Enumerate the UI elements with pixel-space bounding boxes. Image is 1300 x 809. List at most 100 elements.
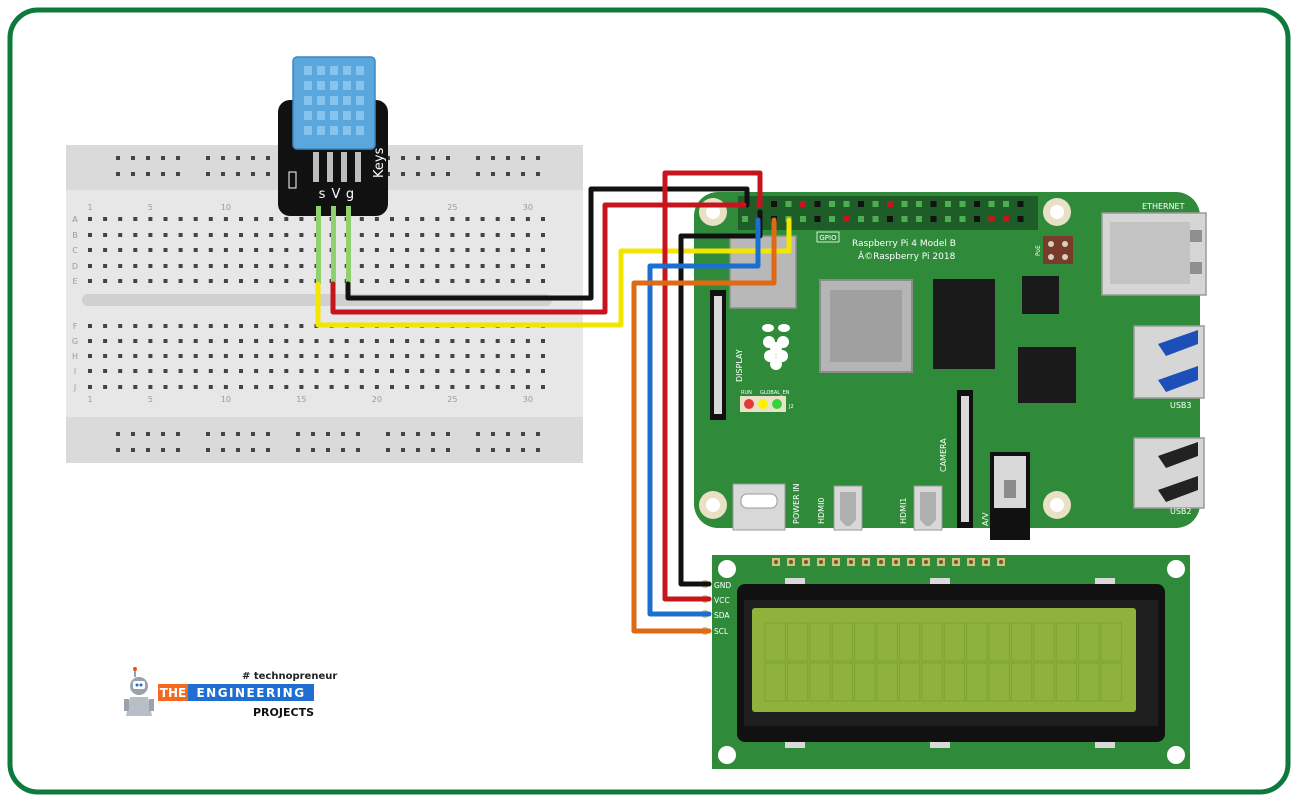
breadboard-rail-hole bbox=[386, 432, 390, 436]
pi-copyright: Â©Raspberry Pi 2018 bbox=[858, 250, 956, 262]
breadboard-hole bbox=[148, 339, 153, 343]
breadboard-hole bbox=[541, 248, 545, 252]
breadboard-hole bbox=[435, 248, 440, 252]
sensor-grille-slot bbox=[304, 81, 312, 90]
breadboard-rail-hole bbox=[161, 448, 165, 452]
breadboard-rail-hole bbox=[311, 432, 315, 436]
breadboard-hole bbox=[450, 248, 455, 252]
breadboard-hole bbox=[344, 385, 349, 389]
breadboard-column-number: 1 bbox=[87, 203, 92, 212]
breadboard-row-label: F bbox=[73, 322, 78, 331]
breadboard-hole bbox=[254, 385, 259, 389]
breadboard-row-label: G bbox=[72, 337, 78, 346]
breadboard-hole bbox=[133, 264, 138, 268]
breadboard-hole bbox=[284, 354, 289, 358]
gpio-pin bbox=[843, 216, 850, 222]
lcd-character-cell bbox=[898, 622, 921, 662]
lcd-character-cell bbox=[1010, 622, 1033, 662]
sensor-grille-slot bbox=[304, 66, 312, 75]
gpio-pin bbox=[1003, 201, 1009, 207]
breadboard-hole bbox=[405, 354, 410, 358]
breadboard-hole bbox=[359, 233, 364, 237]
lcd-character-cell bbox=[988, 662, 1010, 702]
breadboard-hole bbox=[178, 264, 183, 268]
gpio-pin bbox=[959, 201, 966, 207]
breadboard-hole bbox=[541, 279, 545, 283]
sensor-grille-slot bbox=[304, 111, 312, 120]
breadboard-hole bbox=[450, 385, 455, 389]
breadboard-hole bbox=[390, 248, 394, 252]
sensor-grille-slot bbox=[356, 96, 364, 105]
breadboard-hole bbox=[541, 339, 545, 343]
breadboard-hole bbox=[239, 354, 243, 358]
breadboard-hole bbox=[450, 369, 455, 373]
lcd-character-cell bbox=[1100, 662, 1122, 702]
camera-connector-slot bbox=[961, 396, 969, 522]
breadboard-hole bbox=[435, 369, 440, 373]
breadboard-hole bbox=[163, 264, 168, 268]
breadboard-rail-hole bbox=[536, 156, 540, 160]
breadboard-column-number: 30 bbox=[523, 203, 533, 212]
breadboard-hole bbox=[495, 248, 500, 252]
breadboard-rail-hole bbox=[341, 432, 345, 436]
breadboard-rail-hole bbox=[446, 156, 450, 160]
breadboard-hole bbox=[148, 324, 153, 328]
gpio-pin bbox=[800, 201, 806, 207]
breadboard-hole bbox=[374, 279, 379, 283]
breadboard-rail-hole bbox=[266, 448, 270, 452]
breadboard-hole bbox=[103, 279, 108, 283]
breadboard-hole bbox=[420, 264, 425, 268]
breadboard-rail-hole bbox=[476, 432, 480, 436]
wires bbox=[315, 170, 792, 634]
lcd-character-cell bbox=[764, 622, 786, 662]
breadboard-hole bbox=[118, 385, 123, 389]
breadboard-hole bbox=[420, 369, 425, 373]
breadboard-hole bbox=[239, 279, 243, 283]
breadboard-rail-hole bbox=[446, 448, 450, 452]
breadboard-hole bbox=[541, 369, 545, 373]
breadboard-rail-hole bbox=[416, 448, 420, 452]
lcd-header-pin-hole bbox=[984, 560, 988, 564]
lcd-header-pin-hole bbox=[939, 560, 943, 564]
logo-hashtag: # technopreneur bbox=[242, 671, 337, 682]
breadboard-rail-hole bbox=[266, 432, 270, 436]
breadboard-rail-hole bbox=[146, 156, 150, 160]
breadboard-hole bbox=[510, 279, 515, 283]
breadboard-hole bbox=[239, 264, 243, 268]
breadboard-hole bbox=[374, 217, 379, 221]
breadboard-hole bbox=[390, 385, 394, 389]
breadboard-hole bbox=[148, 233, 153, 237]
lcd-character-cell bbox=[854, 622, 876, 662]
breadboard-hole bbox=[344, 339, 349, 343]
gpio-pin bbox=[1017, 201, 1024, 207]
pi-mount-hole bbox=[1050, 205, 1064, 219]
logo-engineering-box bbox=[188, 684, 314, 701]
poe-pin bbox=[1062, 254, 1068, 260]
breadboard-rail-hole bbox=[476, 156, 480, 160]
sensor-grille-slot bbox=[356, 111, 364, 120]
breadboard-hole bbox=[495, 217, 500, 221]
breadboard-hole bbox=[223, 385, 228, 389]
hdmi1-label: HDMI1 bbox=[899, 497, 908, 524]
sensor-pin-label-s: s bbox=[319, 187, 326, 202]
breadboard-hole bbox=[208, 324, 213, 328]
gpio-pin bbox=[887, 201, 893, 207]
poe-header bbox=[1043, 236, 1073, 264]
lcd-character-cell bbox=[1055, 662, 1078, 702]
breadboard-hole bbox=[284, 339, 289, 343]
breadboard-hole bbox=[314, 369, 319, 373]
breadboard-rail-hole bbox=[131, 172, 135, 176]
breadboard-hole bbox=[450, 217, 455, 221]
av-jack-hole bbox=[1004, 480, 1016, 498]
logo-the-box bbox=[158, 684, 188, 701]
breadboard-hole bbox=[405, 339, 410, 343]
breadboard-hole bbox=[480, 354, 485, 358]
usb3-tongue bbox=[1158, 366, 1198, 392]
breadboard-hole bbox=[193, 339, 198, 343]
breadboard-hole bbox=[420, 248, 425, 252]
breadboard-column-number: 5 bbox=[148, 203, 153, 212]
breadboard-rail-hole bbox=[116, 432, 120, 436]
breadboard-hole bbox=[525, 264, 530, 268]
breadboard-hole bbox=[118, 369, 123, 373]
j2-label: J2 bbox=[788, 404, 794, 410]
